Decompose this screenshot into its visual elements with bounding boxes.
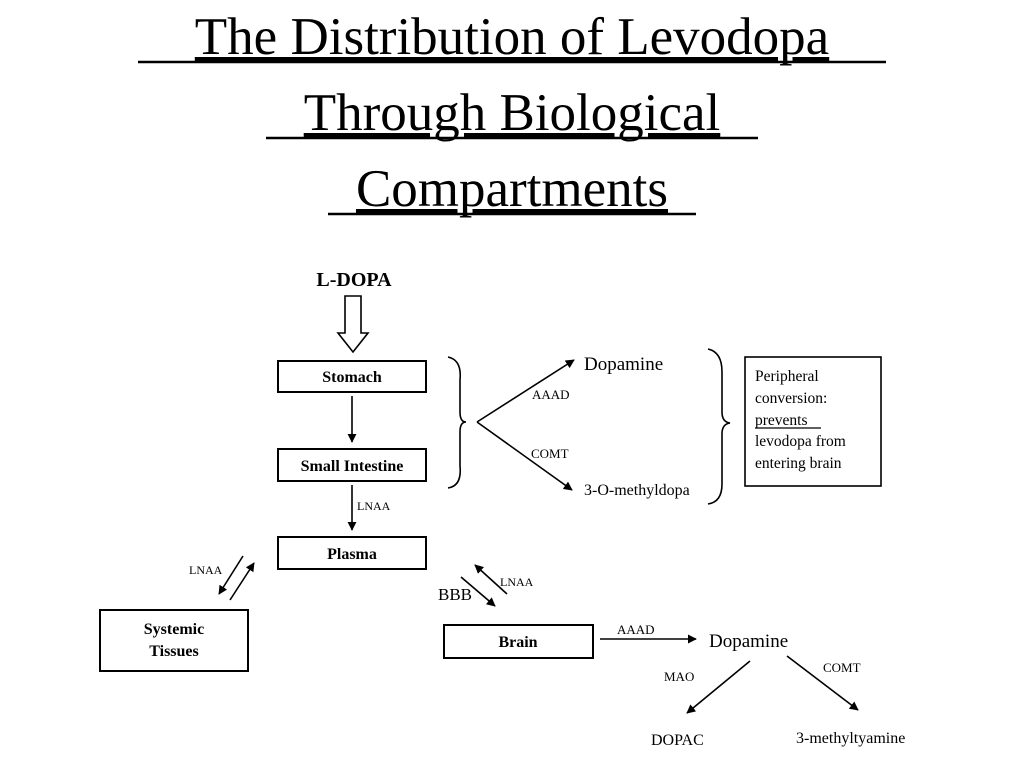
stomach-box xyxy=(277,360,427,393)
dopamine-peripheral-label: Dopamine xyxy=(584,354,663,375)
lnaa-brain-label: LNAA xyxy=(500,575,534,589)
to-omd-arrow xyxy=(476,421,573,491)
ldopa-label: L-DOPA xyxy=(316,269,392,291)
systemic-tissues-label-1: Systemic xyxy=(144,621,204,638)
peripheral-note-box xyxy=(744,356,882,487)
note-line-2: conversion: xyxy=(755,390,827,407)
systemic-to-plasma-arrow xyxy=(229,562,255,601)
lnaa-intestine-label: LNAA xyxy=(357,499,391,513)
systemic-tissues-label-2: Tissues xyxy=(149,643,199,660)
brain-box xyxy=(443,624,594,659)
plasma-label: Plasma xyxy=(327,546,377,563)
slide-title: The Distribution of Levodopa Through Bio… xyxy=(195,8,829,218)
title-line-1: The Distribution of Levodopa xyxy=(195,8,829,66)
aaad-peripheral-label: AAAD xyxy=(532,387,570,402)
methyltyramine-label: 3-methyltyamine xyxy=(796,730,905,747)
small-intestine-label: Small Intestine xyxy=(301,458,404,475)
note-line-5: entering brain xyxy=(755,455,842,472)
to-dopamine-arrow xyxy=(476,359,575,423)
comt-peripheral-label: COMT xyxy=(531,446,569,461)
brain-to-plasma-arrow xyxy=(474,564,508,595)
aaad-brain-label: AAAD xyxy=(617,622,655,637)
ldopa-hollow-arrow xyxy=(336,295,370,354)
note-line-4: levodopa from xyxy=(755,433,846,450)
plasma-to-systemic-arrow xyxy=(218,555,244,595)
title-line-3: Compartments xyxy=(356,160,668,218)
note-line-3: prevents xyxy=(755,412,808,429)
dopamine-to-methyltyramine-arrow xyxy=(786,655,859,711)
comt-brain-label: COMT xyxy=(823,660,861,675)
note-line-1: Peripheral xyxy=(755,368,819,385)
peripheral-note-text: Peripheral conversion: prevents levodopa… xyxy=(755,368,846,472)
systemic-tissues-box xyxy=(99,609,249,672)
left-brace xyxy=(447,356,467,489)
omd-label: 3-O-methyldopa xyxy=(584,482,690,499)
title-line-2: Through Biological xyxy=(304,84,721,142)
plasma-box xyxy=(277,536,427,570)
small-intestine-box xyxy=(277,448,427,482)
dopamine-brain-label: Dopamine xyxy=(709,631,788,652)
dopac-label: DOPAC xyxy=(651,732,704,749)
right-brace xyxy=(707,348,731,505)
bbb-label: BBB xyxy=(438,585,472,604)
lnaa-systemic-label: LNAA xyxy=(189,563,223,577)
plasma-to-brain-arrow xyxy=(460,576,496,607)
dopamine-to-dopac-arrow xyxy=(686,660,751,714)
mao-label: MAO xyxy=(664,669,694,684)
brain-label: Brain xyxy=(498,634,537,651)
stomach-label: Stomach xyxy=(322,369,382,386)
